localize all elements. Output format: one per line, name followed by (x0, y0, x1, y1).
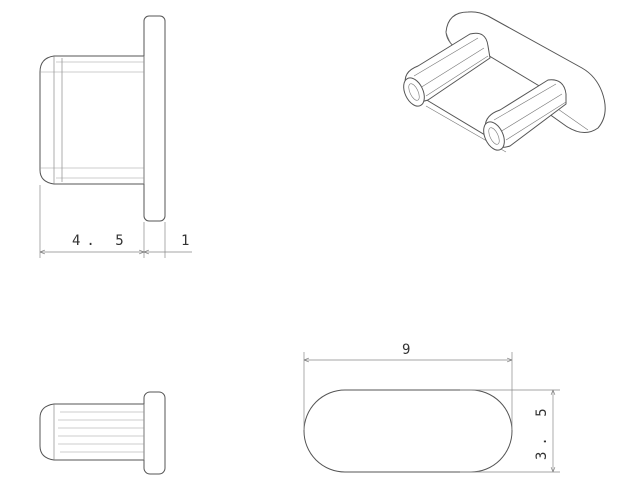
side-flange (143, 15, 166, 222)
side-dimensions: 4. 5 1 (39, 185, 195, 258)
dim-label-body-length: 4. 5 (72, 233, 130, 249)
dim-label-flange-thickness: 1 (181, 233, 195, 249)
bottom-oval (303, 389, 513, 473)
bottom-view (303, 389, 513, 473)
front-flange (143, 391, 166, 475)
dim-label-width: 9 (402, 342, 416, 358)
side-plug-body (39, 55, 145, 185)
bottom-dimensions: 9 3. 5 (303, 342, 560, 473)
isometric-view (403, 11, 606, 153)
side-view (39, 15, 166, 222)
dim-label-height: 3. 5 (534, 402, 550, 460)
front-plug-body (39, 403, 145, 461)
front-view (39, 391, 166, 475)
